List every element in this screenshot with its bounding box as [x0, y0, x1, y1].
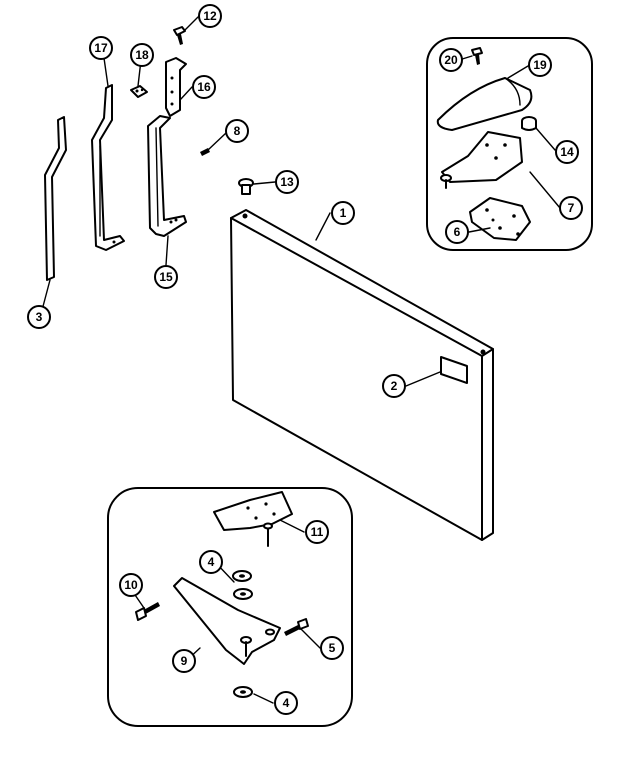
svg-text:18: 18 [135, 48, 149, 62]
callout-11: 11 [305, 520, 329, 544]
callout-13: 13 [275, 170, 299, 194]
callout-19: 19 [528, 53, 552, 77]
callout-17: 17 [89, 36, 113, 60]
callout-7: 7 [559, 196, 583, 220]
small-clip [130, 85, 148, 98]
vertical-hinge-bracket [147, 115, 187, 237]
hinge-base-plate [469, 197, 531, 241]
long-strap-bracket [91, 84, 125, 251]
svg-text:17: 17 [94, 41, 108, 55]
screw-top [173, 26, 186, 45]
washer-lower [233, 686, 253, 698]
svg-text:19: 19 [533, 58, 547, 72]
hinge-screw-left [135, 602, 160, 621]
callout-9: 9 [172, 649, 196, 673]
callout-15: 15 [154, 265, 178, 289]
hinge-cap [521, 116, 537, 131]
top-hinge-plate [440, 131, 523, 189]
svg-text:13: 13 [280, 175, 294, 189]
svg-text:6: 6 [454, 225, 461, 239]
upper-hinge-bracket [165, 57, 187, 117]
callout-2: 2 [382, 374, 406, 398]
callout-20: 20 [439, 48, 463, 72]
svg-text:15: 15 [159, 270, 173, 284]
svg-text:2: 2 [391, 379, 398, 393]
callout-18: 18 [130, 43, 154, 67]
callout-4b: 4 [274, 691, 298, 715]
hinge-top-detail [426, 37, 593, 251]
hinge-bottom-detail [107, 487, 353, 727]
hinge-cover [436, 77, 533, 131]
svg-text:20: 20 [444, 53, 458, 67]
svg-text:7: 7 [568, 201, 575, 215]
svg-text:16: 16 [197, 80, 211, 94]
svg-text:3: 3 [36, 310, 43, 324]
svg-text:9: 9 [181, 654, 188, 668]
callout-12: 12 [198, 4, 222, 28]
hinge-screw-right [284, 618, 309, 636]
callout-5: 5 [320, 636, 344, 660]
svg-text:1: 1 [340, 206, 347, 220]
svg-text:5: 5 [329, 641, 336, 655]
callout-3: 3 [27, 305, 51, 329]
svg-text:11: 11 [311, 525, 324, 539]
callout-16: 16 [192, 75, 216, 99]
svg-text:10: 10 [124, 578, 138, 592]
curved-rod [44, 116, 67, 281]
callout-10: 10 [119, 573, 143, 597]
svg-text:4: 4 [283, 696, 290, 710]
callout-4a: 4 [199, 550, 223, 574]
callout-14: 14 [555, 140, 579, 164]
door-label-plate [440, 356, 468, 384]
callout-6: 6 [445, 220, 469, 244]
plug-button [238, 178, 254, 195]
callout-1: 1 [331, 201, 355, 225]
callout-8: 8 [225, 119, 249, 143]
svg-text:8: 8 [234, 124, 241, 138]
svg-text:12: 12 [203, 9, 217, 23]
door-panel [230, 209, 494, 541]
washer-upper [232, 570, 253, 600]
svg-text:14: 14 [560, 145, 574, 159]
detail-screw [471, 47, 483, 65]
lower-bracket [213, 491, 293, 547]
lower-hinge [173, 577, 281, 665]
svg-text:4: 4 [208, 555, 215, 569]
